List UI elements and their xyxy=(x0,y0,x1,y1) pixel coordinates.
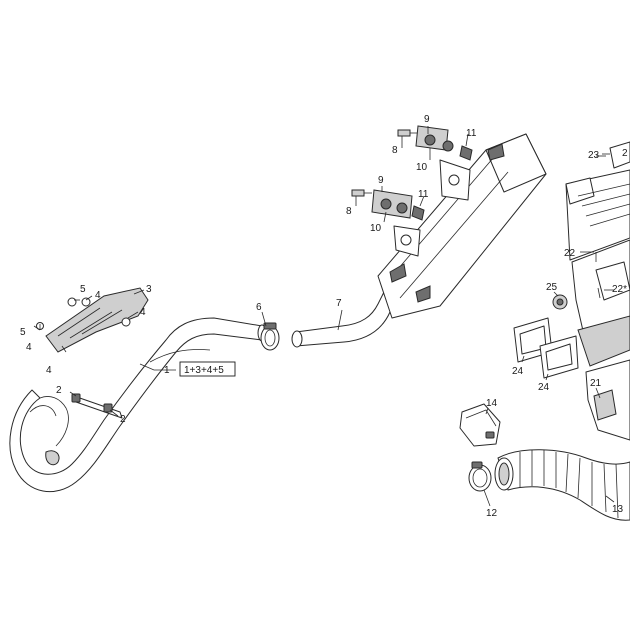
callout-2a: 2 xyxy=(56,385,62,396)
callout-2b: 2 xyxy=(120,414,126,425)
callout-4d: 4 xyxy=(46,365,52,376)
callout-22a: 22 xyxy=(564,248,576,259)
filter-gaskets xyxy=(513,317,579,379)
silencer xyxy=(377,133,547,319)
callout-4b: 4 xyxy=(140,307,146,318)
callout-4a: 4 xyxy=(95,290,101,301)
boot-clamp xyxy=(468,461,492,492)
callout-8b: 8 xyxy=(346,206,352,217)
callout-14: 14 xyxy=(486,398,498,409)
mid-pipe xyxy=(291,291,397,348)
intake-boot xyxy=(494,449,630,521)
callout-10a: 10 xyxy=(416,162,428,173)
callout-12: 12 xyxy=(486,508,498,519)
pipe-clamp xyxy=(260,322,280,351)
kit-label: 1+3+4+5 xyxy=(184,365,224,376)
header-pipe xyxy=(9,317,267,492)
callout-4c: 4 xyxy=(26,342,32,353)
callout-24b: 24 xyxy=(538,382,550,393)
callout-edge: 2 xyxy=(622,148,628,159)
callout-9a: 9 xyxy=(424,114,430,125)
header-bracket xyxy=(71,393,123,419)
callout-5b: 5 xyxy=(20,327,26,338)
callout-9b: 9 xyxy=(378,175,384,186)
mount-hardware-lower xyxy=(351,189,425,221)
callout-23: 23 xyxy=(588,150,600,161)
callout-8a: 8 xyxy=(392,145,398,156)
leader-lines xyxy=(33,126,615,507)
kit-box xyxy=(179,361,236,377)
airbox xyxy=(565,141,630,441)
callout-11b: 11 xyxy=(418,189,429,200)
callout-22b: 22* xyxy=(612,284,627,295)
callout-7: 7 xyxy=(336,298,342,309)
callout-labels: 1 1+3+4+5 2 2 3 4 4 4 4 5 5 6 7 8 8 9 9 … xyxy=(20,114,628,519)
callout-11a: 11 xyxy=(466,128,477,139)
callout-5a: 5 xyxy=(80,284,86,295)
callout-6: 6 xyxy=(256,302,262,313)
callout-13: 13 xyxy=(612,504,624,515)
callout-3: 3 xyxy=(146,284,152,295)
heat-shield xyxy=(36,287,149,353)
callout-24a: 24 xyxy=(512,366,524,377)
mount-hardware-upper xyxy=(397,125,473,161)
callout-10b: 10 xyxy=(370,223,382,234)
inlet-cap xyxy=(459,403,501,447)
callout-1: 1 xyxy=(164,365,170,376)
grommet xyxy=(552,294,568,310)
callout-25: 25 xyxy=(546,282,558,293)
callout-21: 21 xyxy=(590,378,602,389)
